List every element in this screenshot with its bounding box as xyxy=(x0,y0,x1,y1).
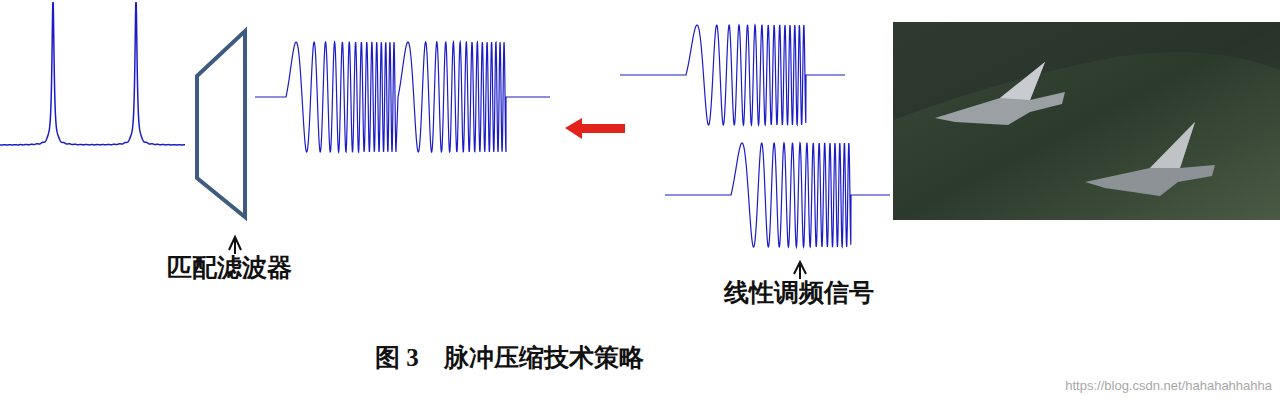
chirp-signal xyxy=(255,42,550,152)
component-label: 匹配滤波器 xyxy=(167,253,292,283)
jet-figure xyxy=(1085,122,1215,196)
pointer-caret xyxy=(794,262,806,279)
watermark: https://blog.csdn.net/hahahahhahha xyxy=(1065,378,1272,393)
waveforms xyxy=(0,2,890,247)
compressed-pulse xyxy=(0,2,185,145)
photo-terrain xyxy=(893,22,1280,120)
figure-caption: 图 3 脉冲压缩技术策略 xyxy=(375,343,644,373)
flow-arrow xyxy=(565,118,625,139)
jet-figure xyxy=(935,62,1065,125)
signal-label: 线性调频信号 xyxy=(724,278,874,308)
chirp-signal xyxy=(665,143,890,247)
chirp-signal xyxy=(620,25,845,125)
matched-filter-symbol xyxy=(197,31,245,217)
jet-photo xyxy=(893,22,1280,220)
pointer-caret xyxy=(229,237,241,254)
